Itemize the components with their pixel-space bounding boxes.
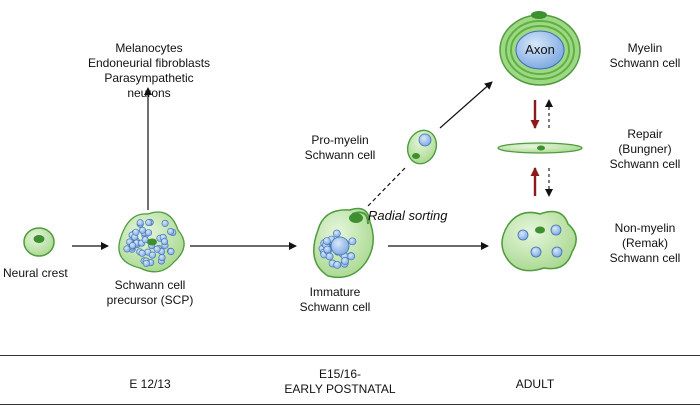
myelin-cell-icon — [499, 11, 581, 86]
axon-label: Axon — [525, 42, 555, 57]
arrow-immature-to-promyelin — [367, 167, 406, 207]
derivatives-label: Melanocytes Endoneurial fibroblasts Para… — [87, 41, 211, 100]
nonmyelin-label: Non-myelin (Remak) Schwann cell — [609, 221, 681, 265]
promyelin-label: Pro-myelin Schwann cell — [304, 133, 376, 162]
immature-cell-icon — [313, 207, 374, 279]
timeline-e12: E 12/13 — [129, 377, 171, 391]
neural-crest-cell-icon — [23, 227, 55, 257]
nonmyelin-cell-icon — [501, 210, 577, 272]
neural-crest-label: Neural crest — [3, 266, 68, 280]
promyelin-cell-icon — [406, 129, 438, 165]
myelin-label: Myelin Schwann cell — [609, 41, 681, 70]
immature-label: Immature Schwann cell — [299, 285, 371, 314]
repair-label: Repair (Bungner) Schwann cell — [609, 127, 681, 171]
arrow-promyelin-to-myelin — [439, 81, 493, 129]
radial-sorting-label: Radial sorting — [368, 208, 448, 223]
timeline-rule-bottom — [0, 404, 700, 405]
timeline-adult: ADULT — [515, 377, 555, 391]
scp-cell-icon — [118, 211, 185, 273]
repair-cell-icon — [497, 142, 583, 154]
timeline-e15: E15/16- EARLY POSTNATAL — [284, 367, 396, 396]
scp-label: Schwann cell precursor (SCP) — [106, 278, 194, 307]
timeline-rule-top — [0, 355, 700, 356]
